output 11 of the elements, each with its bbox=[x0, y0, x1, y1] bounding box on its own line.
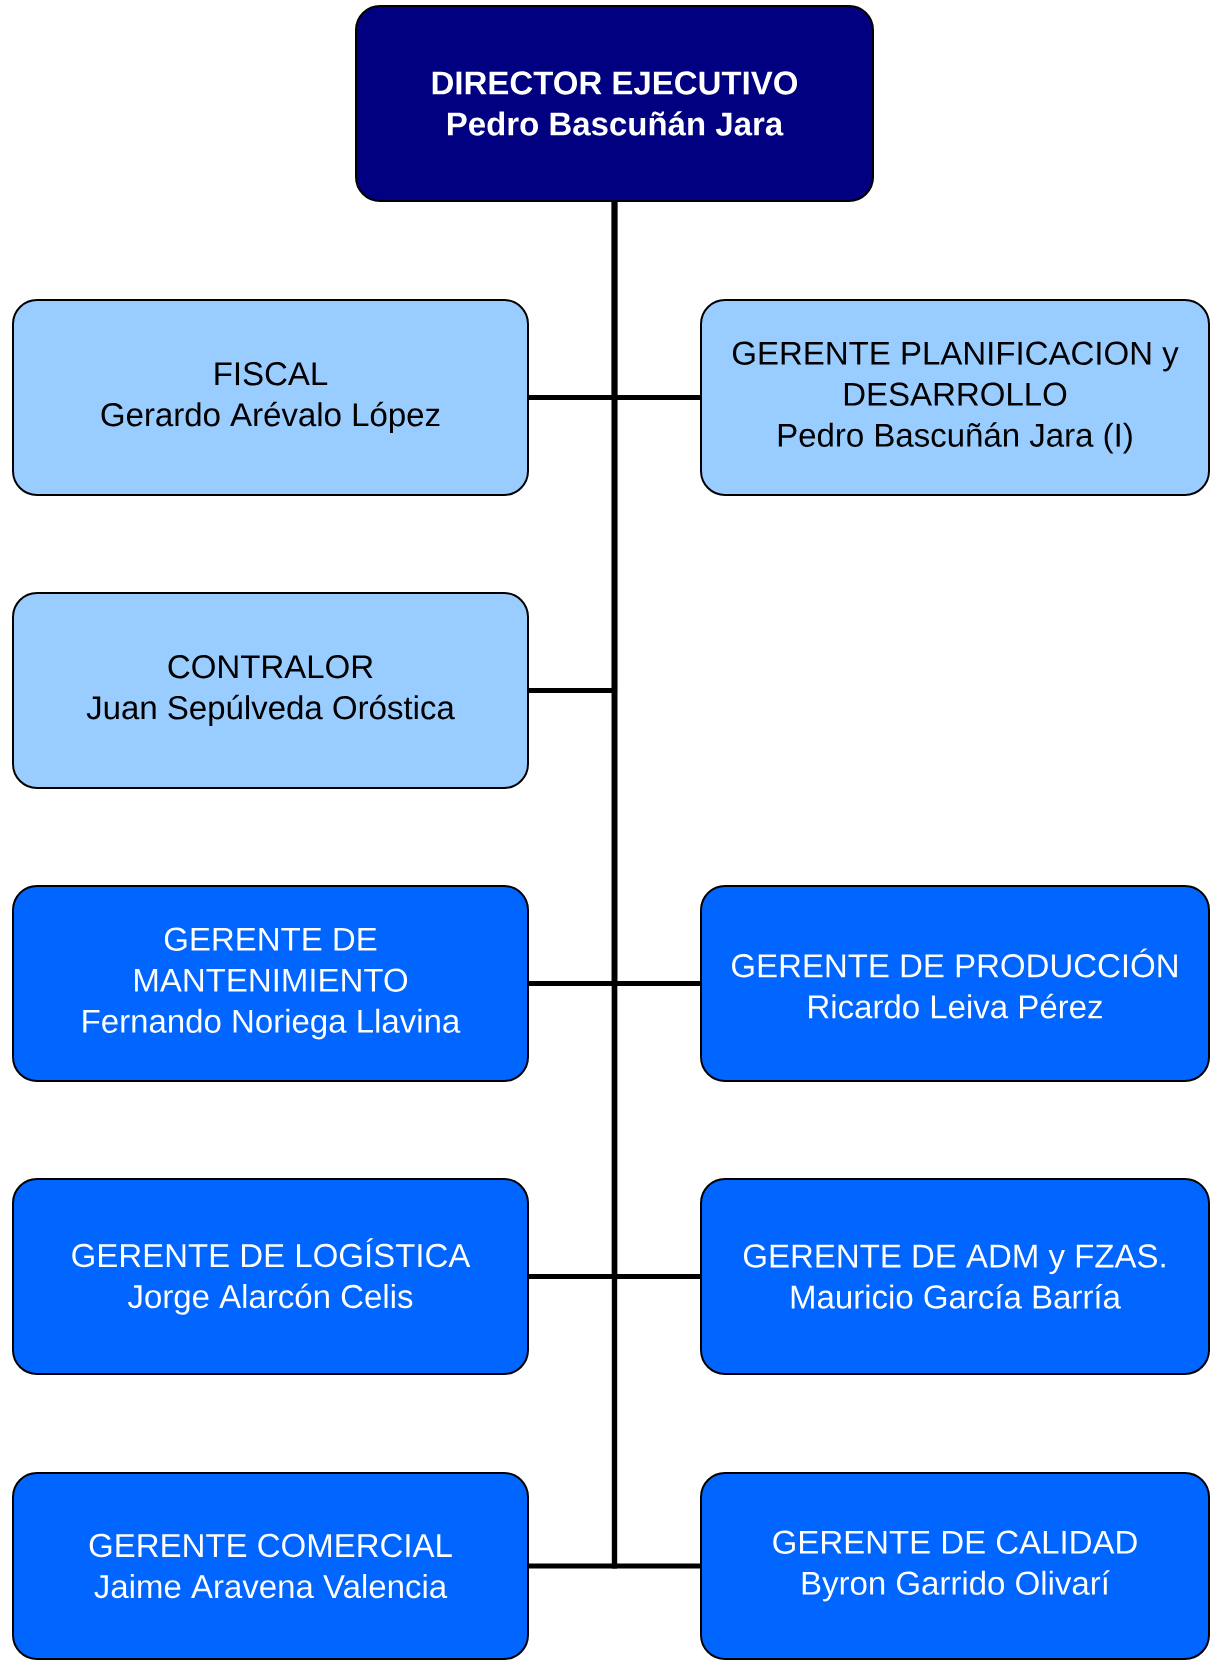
org-box: GERENTE DE ADM y FZAS. Mauricio García Barría bbox=[700, 1178, 1210, 1375]
connector-line bbox=[611, 202, 700, 1569]
org-box: FISCAL Gerardo Arévalo López bbox=[12, 299, 529, 496]
org-box: DIRECTOR EJECUTIVO Pedro Bascuñán Jara bbox=[355, 5, 874, 202]
org-box: GERENTE DE PRODUCCIÓN Ricardo Leiva Pérez bbox=[700, 885, 1210, 1082]
org-box: GERENTE PLANIFICACION y DESARROLLO Pedro Bascuñán Jara (I) bbox=[700, 299, 1210, 496]
org-box: GERENTE COMERCIAL Jaime Aravena Valencia bbox=[12, 1472, 529, 1660]
org-box: GERENTE DE CALIDAD Byron Garrido Olivarí bbox=[700, 1472, 1210, 1660]
org-box: GERENTE DE MANTENIMIENTO Fernando Noriega Llavina bbox=[12, 885, 529, 1082]
org-box: CONTRALOR Juan Sepúlveda Oróstica bbox=[12, 592, 529, 789]
org-box: GERENTE DE LOGÍSTICA Jorge Alarcón Celis bbox=[12, 1178, 529, 1375]
